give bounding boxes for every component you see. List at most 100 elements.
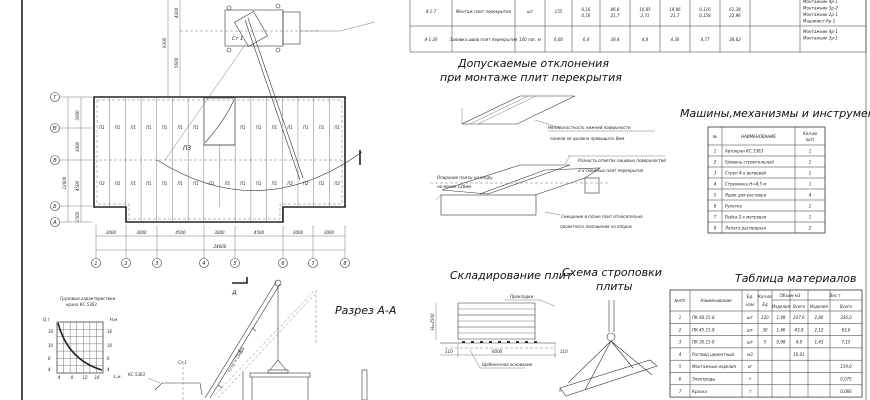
slinging-subtitle: плиты <box>596 280 633 293</box>
dim-label: 5600 <box>174 57 179 68</box>
storage-title: Складирование плит <box>450 269 573 282</box>
support-block <box>440 194 537 216</box>
x-tick-label: 8 <box>71 375 74 380</box>
table-cell: 21,7 <box>611 13 620 18</box>
table-cell: 4 <box>679 352 682 357</box>
slab <box>559 359 658 397</box>
table-cell: 2 <box>714 160 717 165</box>
dimension-label: 4500 <box>254 230 265 235</box>
table-cell: ПК 45.15-8 <box>692 327 715 332</box>
panel-label: П1 <box>225 181 231 186</box>
table-cell: 0,075 <box>840 377 852 382</box>
column-subheader: Всего <box>840 304 853 309</box>
deviation-note: Разность отметок лицевых поверхностей <box>578 158 666 163</box>
pad-mark <box>471 341 474 343</box>
allowed-deviations-section: Допускаемые отклонения при монтаже плит … <box>430 57 666 229</box>
axis-letter: А <box>52 220 57 226</box>
table-cell: 6 <box>679 377 682 382</box>
table-cell: шт <box>747 340 754 345</box>
table-cell: 5 <box>679 364 682 369</box>
axis-letter-bubble <box>50 123 60 133</box>
dimension-label: 1500 <box>75 211 80 222</box>
dim-label: 6000 <box>492 349 503 354</box>
table-cell: 4-1-7 <box>426 9 437 14</box>
slab-sketch-2 <box>441 164 571 195</box>
y-tick-label: 6 <box>107 356 110 361</box>
axis-letter-bubble <box>50 155 60 165</box>
table-cell: Электроды <box>691 377 715 382</box>
table-cell: 159,0 <box>840 364 852 369</box>
dim-label: 110 <box>560 349 568 354</box>
opening <box>203 97 236 146</box>
deviation-note: проектного положения на опорах <box>560 224 633 229</box>
column-header: Ед. <box>747 294 754 299</box>
axis-number-bubble <box>230 258 240 268</box>
table-cell: 1 <box>679 315 682 320</box>
table-cell: 4 <box>809 193 812 198</box>
materials-title: Таблица материалов <box>735 272 856 285</box>
crane-vertical-dimensions: 4300 9300 5600 <box>162 0 181 97</box>
table-cell: 30 <box>762 327 768 332</box>
crane-boom <box>204 281 277 399</box>
table-cell: 28,62 <box>729 37 741 42</box>
panel-label: П2 <box>334 181 340 186</box>
column-header: Наименование <box>700 298 732 303</box>
table-cell: Рулетка <box>725 204 743 209</box>
table-cell: 6,4 <box>583 37 590 42</box>
axis-number-bubble <box>278 258 288 268</box>
boom-length-label: Lстр = 15000 <box>227 346 246 373</box>
table-cell: 1 <box>809 160 812 165</box>
dimension-label: 3000 <box>106 230 117 235</box>
table-cell: Раствор цементный <box>692 352 734 357</box>
crew-cell: Монтажник 4р-1 <box>803 29 838 34</box>
base-label: Щебеночное основание <box>482 362 533 367</box>
pad-mark <box>462 341 465 343</box>
panel-label: П1 <box>256 181 262 186</box>
axis-letter-bubble <box>50 201 60 211</box>
table-cell: Рейка 2-х метровая <box>725 215 767 220</box>
panel-label: П1 <box>130 125 136 130</box>
panel-label: П1 <box>115 125 121 130</box>
table-cell: 86,8 <box>611 7 620 12</box>
axis-number: 4 <box>202 261 205 267</box>
table-cell: 120 <box>761 315 769 320</box>
axis-number-bubble <box>152 258 162 268</box>
table-cell: 63,6 <box>842 327 851 332</box>
table-cell: кг <box>748 364 753 369</box>
table-cell: 3 <box>679 340 682 345</box>
table-cell: Строп 4-х ветвевой <box>725 171 766 176</box>
panel-label: П1 <box>178 181 184 186</box>
table-cell: 0,066 <box>840 389 852 394</box>
crew-cell: Монтажник 3р-2 <box>803 6 838 11</box>
panel-label: П1 <box>334 125 340 130</box>
section-a-a: Разрез А-А А КС 5363 Ст 1 Lстр = 15000 <box>128 277 396 400</box>
table-cell: 4-1-26 <box>424 37 438 42</box>
panel-label: П2 <box>115 181 121 186</box>
crane-stand-label: Ст 1 <box>232 36 243 42</box>
table-cell: 0,16 <box>582 7 591 12</box>
table-cell: 4 <box>714 182 717 187</box>
pads-label: Прокладки <box>510 294 534 299</box>
building-outline <box>93 96 346 223</box>
table-cell: 237,6 <box>793 315 805 320</box>
table-cell: 21,7 <box>671 13 680 18</box>
table-cell: Стремянка Н=4,5 м <box>725 182 766 187</box>
crew-cell: Монтажник 3р-1 <box>803 36 838 41</box>
table-cell: Лопата растворная <box>724 226 767 231</box>
panel-label: П1 <box>99 125 105 130</box>
axis-number: 7 <box>311 261 315 267</box>
panel-label: П1 <box>146 181 152 186</box>
table-cell: т <box>749 389 752 394</box>
table-cell: т <box>749 377 752 382</box>
panel-label: П1 <box>272 125 278 130</box>
section-title: Разрез А-А <box>335 304 396 317</box>
panel-label: П2 <box>319 181 325 186</box>
axis-number: 3 <box>155 261 158 267</box>
